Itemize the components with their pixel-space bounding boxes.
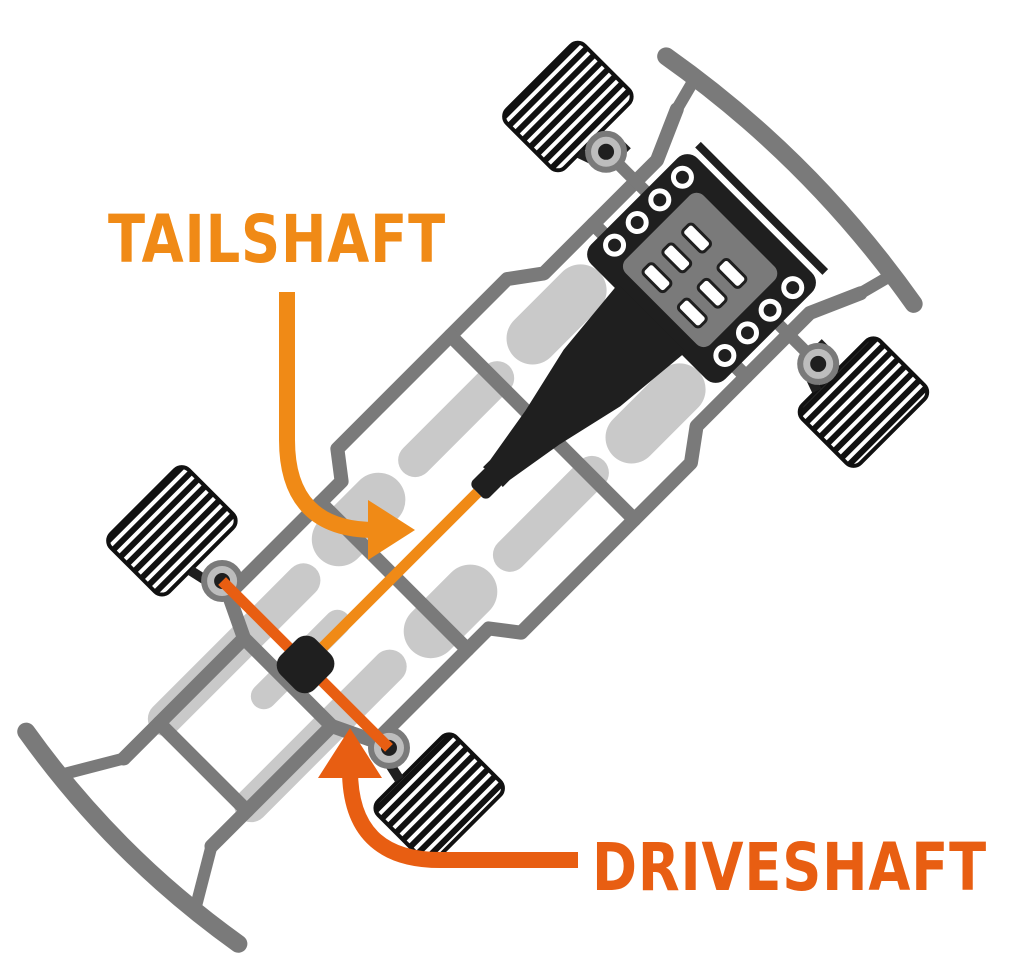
front-bumper-mount-left (671, 72, 702, 113)
transmission-yoke (471, 468, 502, 499)
differential (276, 635, 335, 694)
rear-bumper (17, 722, 248, 953)
callout-arrow-driveshaft (318, 728, 578, 868)
tailshaft-shaft (319, 488, 482, 651)
driveshaft-label: DRIVESHAFT (592, 829, 987, 906)
engine-block (587, 141, 829, 383)
rear-bumper-mount-right (189, 844, 218, 911)
callout-arrow-tailshaft (279, 292, 415, 560)
front-bumper-mount-right (857, 268, 898, 299)
transmission (483, 284, 686, 487)
front-bumper (657, 47, 923, 313)
chassis-group (17, 40, 930, 953)
rear-bumper-mount-left (59, 752, 126, 781)
tailshaft-label: TAILSHAFT (108, 201, 446, 278)
